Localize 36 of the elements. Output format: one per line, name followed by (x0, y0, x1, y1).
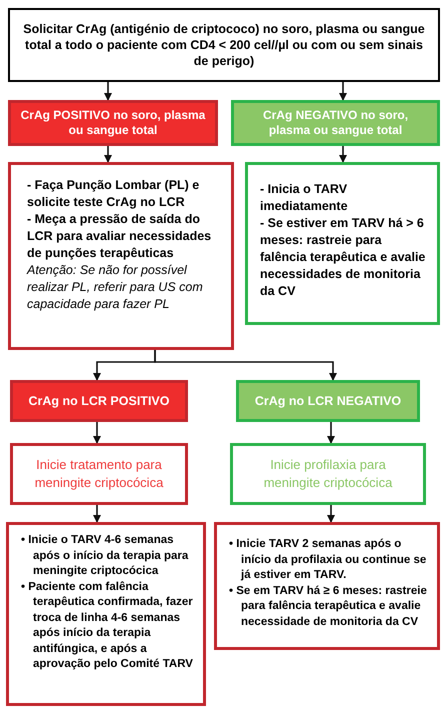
box-text: Inicie profilaxia para meningite criptocócica (262, 456, 394, 492)
box-text: CrAg no LCR POSITIVO (28, 392, 170, 410)
arrow (327, 505, 335, 523)
instruction-box (6, 522, 206, 706)
instruction-box (214, 522, 440, 650)
note-text: Atenção: Se não for possível realizar PL, referir para US com capacidade para fazer PL (27, 262, 204, 313)
box-text: CrAg NEGATIVO no soro, plasma ou sangue total (262, 108, 410, 138)
instruction-text: - Inicia o TARV imediatamente (260, 181, 349, 215)
instruction-text: - Faça Punção Lombar (PL) e solicite teste CrAg no LCR (27, 177, 200, 211)
result-box (236, 380, 420, 422)
bullet-text: • Paciente com falência terapêutica confirmada, fazer troca de linha 4-6 semanas após início da terapia antifúngica, e após a aprovação pelo Comité TARV (21, 580, 194, 672)
arrow (93, 422, 101, 444)
arrow (93, 505, 101, 523)
box-text: Solicitar CrAg (antigénio de criptococo) no soro, plasma ou sangue total a todo o paciente com CD4 < 200 cel//µl ou com ou sem sinais de perigo) (22, 21, 426, 69)
bullet-text: • Inicie TARV 2 semanas após o início da profilaxia ou continue se já estiver em TARV. (229, 537, 428, 583)
arrow (104, 82, 112, 101)
box-text: CrAg POSITIVO no soro, plasma ou sangue total (20, 108, 206, 138)
box-text: Inicie tratamento para meningite criptocócica (34, 456, 164, 492)
treatment-box (10, 443, 188, 505)
treatment-box (230, 443, 426, 505)
arrow (339, 82, 347, 101)
bullet-text: • Se em TARV há ≥ 6 meses: rastreie para falência terapêutica e avalie necessidade de monitoria da CV (229, 584, 428, 630)
result-box (231, 100, 440, 146)
arrow (339, 146, 347, 163)
bullet-text: • Inicie o TARV 4-6 semanas após o início da terapia para meningite criptocócica (21, 533, 190, 579)
process-box (8, 8, 440, 82)
arrow (154, 350, 337, 381)
instruction-text: - Se estiver em TARV há > 6 meses: rastreie para falência terapêutica e avalie necessidades de monitoria da CV (260, 215, 426, 300)
box-text: CrAg no LCR NEGATIVO (254, 392, 402, 410)
action-box (245, 162, 440, 325)
arrow (104, 146, 112, 163)
action-box (8, 162, 234, 350)
result-box (10, 380, 188, 422)
result-box (8, 100, 218, 146)
arrow (327, 422, 335, 444)
instruction-text: - Meça a pressão de saída do LCR para avaliar necessidades de punções terapêuticas (27, 211, 212, 262)
